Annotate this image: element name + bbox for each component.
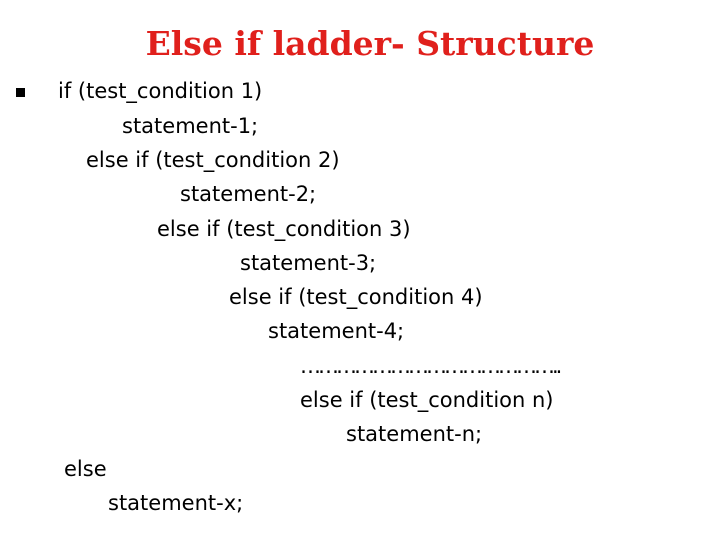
- code-line-statement-x: statement-x;: [108, 491, 244, 515]
- code-line-statement-3: statement-3;: [240, 251, 377, 275]
- slide-title: Else if ladder- Structure: [145, 24, 595, 63]
- code-line-if: if (test_condition 1): [58, 79, 263, 103]
- code-line-else-if-n: else if (test_condition n): [300, 388, 554, 412]
- code-line-else: else: [64, 457, 107, 481]
- code-line-statement-n: statement-n;: [346, 422, 483, 446]
- code-line-else-if-2: else if (test_condition 2): [86, 148, 340, 172]
- code-line-statement-2: statement-2;: [180, 182, 317, 206]
- code-line-statement-1: statement-1;: [122, 114, 259, 138]
- code-line-ellipsis: ……………………………………..: [300, 354, 562, 378]
- code-line-else-if-3: else if (test_condition 3): [157, 217, 411, 241]
- code-line-else-if-4: else if (test_condition 4): [229, 285, 483, 309]
- square-bullet-icon: [16, 88, 25, 97]
- code-line-statement-4: statement-4;: [268, 319, 405, 343]
